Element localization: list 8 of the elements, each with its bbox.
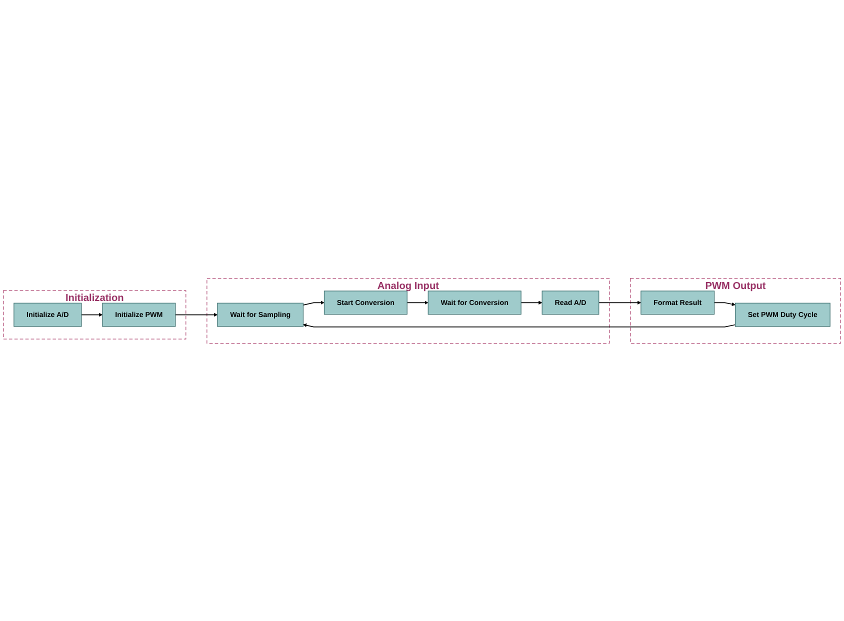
arrow xyxy=(174,312,218,316)
arrow xyxy=(81,312,103,316)
arrow xyxy=(406,300,428,304)
arrow xyxy=(302,300,324,306)
arrow xyxy=(303,323,736,328)
arrow xyxy=(598,300,642,304)
arrow xyxy=(714,302,736,306)
arrow xyxy=(520,300,542,304)
